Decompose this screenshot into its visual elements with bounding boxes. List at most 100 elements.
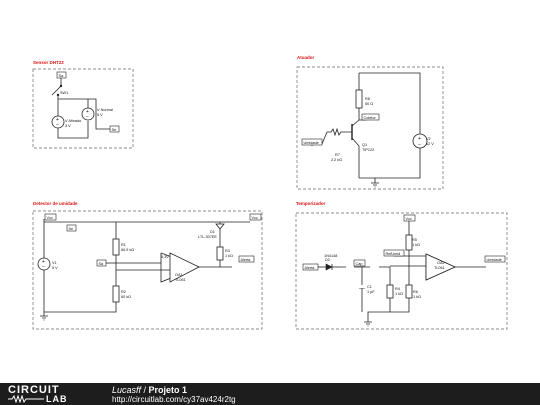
section-temporizador: Temporizador Vcc Alerta D2 1N4148 Cap Re… — [295, 201, 508, 330]
temporizador-wires — [340, 221, 486, 320]
net-tag-sa[interactable] — [56, 71, 67, 79]
source-v-normal-name: V Normal — [97, 108, 113, 112]
net-tag-umidade-out[interactable] — [484, 255, 506, 263]
resistor-r3-label: R3 — [225, 249, 230, 253]
diode-d2-label: D2 — [325, 258, 330, 262]
net-tag-cap[interactable] — [353, 259, 366, 267]
net-tag-se-detector[interactable] — [66, 224, 77, 232]
opamp-oa1[interactable] — [169, 252, 200, 283]
svg-text:+: + — [86, 109, 89, 115]
node-voltage-label: 5,3V — [161, 255, 169, 259]
logo-top-text: CIRCUIT — [8, 384, 60, 396]
resistor-r1[interactable] — [112, 238, 120, 256]
author-link[interactable]: Lucasff — [112, 385, 142, 395]
net-tag-vcc-left[interactable] — [44, 213, 57, 221]
svg-text:+: + — [418, 136, 421, 142]
section-box-detector — [32, 210, 263, 330]
section-title-atuador: Atuador — [297, 55, 314, 60]
diode-d2[interactable] — [325, 263, 333, 271]
detector-wires — [43, 219, 250, 313]
net-tag-alerta[interactable] — [238, 255, 255, 263]
section-title-temporizador: Temporizador — [296, 201, 326, 206]
source-v-normal-value: 5 V — [97, 113, 103, 117]
svg-text:−: − — [42, 264, 45, 270]
net-label-cap: Cap — [356, 262, 363, 266]
net-label-umidade-out: Umidade — [487, 258, 502, 262]
section-title-sensor: Sensor DHT22 — [33, 60, 64, 65]
switch-sw1[interactable] — [56, 93, 60, 97]
opamp-oa1-value: TL061 — [175, 278, 186, 282]
svg-text:+: + — [56, 117, 59, 123]
net-label-umidade: Umidade — [304, 141, 319, 145]
resistor-r2-label: R2 — [121, 290, 126, 294]
net-label-alerta: Alerta — [241, 258, 252, 262]
net-label-vcc-right: Vcc — [252, 216, 258, 220]
schematic-canvas: Sensor DHT22 Sa SW1 + − V Normal 5 V + −… — [32, 55, 508, 330]
net-label-se-detector: Se — [69, 227, 74, 231]
resistor-r3-value: 1 kΩ — [225, 254, 233, 258]
resistor-r8[interactable] — [355, 89, 363, 109]
source-v-afinado-name: V Afinado — [65, 119, 81, 123]
net-label-se: Se — [112, 127, 118, 132]
source-v1-value: 5 V — [52, 266, 58, 270]
net-tag-vcc-temporizador[interactable] — [403, 214, 416, 222]
switch-sw1-label: SW1 — [60, 91, 68, 95]
source-v-normal[interactable] — [81, 107, 95, 121]
net-tag-refumid[interactable] — [383, 249, 405, 257]
source-v1[interactable] — [37, 257, 51, 271]
net-tag-coletor[interactable] — [361, 113, 380, 121]
resistor-r5[interactable] — [405, 234, 413, 251]
net-label-coletor: Coletor — [364, 116, 377, 120]
led-d1-label: D1 — [210, 230, 215, 234]
diode-d2-value: 1N4148 — [324, 254, 337, 258]
svg-text:−: − — [56, 122, 59, 128]
section-sensor: Sensor DHT22 Sa SW1 + − V Normal 5 V + −… — [32, 60, 134, 149]
section-atuador: Atuador R8 50 Ω Coletor Q1 TIP122 R7 2.2… — [296, 55, 444, 190]
resistor-r4[interactable] — [386, 284, 394, 299]
net-label-sa-detector: Sa — [99, 262, 105, 266]
net-tag-umidade[interactable] — [301, 138, 323, 146]
resistor-r4-value: 1 kΩ — [395, 292, 403, 296]
net-label-alerta-in: Alerta — [305, 266, 316, 270]
resistor-r8-label: R8 — [365, 97, 370, 101]
section-box-sensor — [32, 68, 134, 149]
section-box-atuador — [296, 66, 444, 190]
resistor-r3[interactable] — [216, 246, 224, 261]
net-label-vcc-left: Vcc — [47, 216, 53, 220]
net-label-refumid: RefUmid — [386, 252, 401, 256]
footer-bar: CIRCUIT LAB — [0, 383, 540, 405]
resistor-r4-label: R4 — [395, 287, 400, 291]
project-url[interactable]: http://circuitlab.com/cy37av424r2tg — [112, 395, 236, 404]
transistor-q1-label: Q1 — [362, 143, 367, 147]
resistor-r5-label: R5 — [412, 238, 417, 242]
led-d1[interactable] — [215, 223, 225, 230]
opamp-oa2-value: TL061 — [434, 266, 445, 270]
transistor-q1-value: TIP122 — [362, 148, 374, 152]
net-tag-vcc-right[interactable] — [249, 213, 262, 221]
project-breadcrumb: Lucasff / Projeto 1 — [112, 385, 187, 395]
resistor-r7[interactable] — [330, 127, 342, 137]
resistor-r1-value: 66.5 kΩ — [121, 248, 134, 252]
capacitor-c1-label: C1 — [367, 285, 372, 289]
waveform-icon — [8, 395, 44, 403]
opamp-oa2[interactable] — [425, 253, 456, 281]
opamp-oa2-label: OA2 — [437, 261, 445, 265]
resistor-r5-value: 1 kΩ — [412, 243, 420, 247]
net-label-vcc-temporizador: Vcc — [406, 217, 412, 221]
source-v2[interactable] — [412, 133, 428, 149]
resistor-r2-value: 60 kΩ — [121, 295, 131, 299]
section-title-detector: Detector de umidade — [33, 201, 78, 206]
source-v-afinado[interactable] — [51, 115, 65, 129]
svg-text:−: − — [86, 114, 89, 120]
resistor-r1-label: R1 — [121, 243, 126, 247]
net-tag-se[interactable] — [109, 125, 120, 133]
sensor-wires — [51, 78, 110, 139]
capacitor-c1[interactable] — [358, 285, 366, 288]
source-v2-label: V2 — [426, 137, 431, 141]
project-title[interactable]: Projeto 1 — [148, 385, 188, 395]
section-detector: Detector de umidade Vcc Vcc Se Sa + − V1… — [32, 201, 263, 330]
resistor-r2[interactable] — [112, 285, 120, 303]
circuitlab-logo[interactable]: CIRCUIT LAB — [8, 384, 96, 404]
switch-sw1-pin — [59, 84, 63, 88]
resistor-r6[interactable] — [405, 284, 413, 299]
